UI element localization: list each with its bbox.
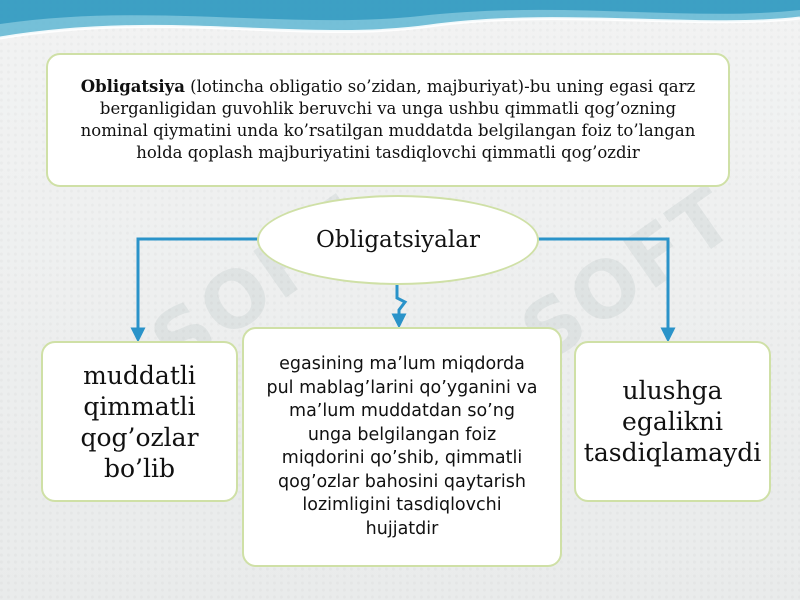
branch-middle-text: egasining ma’lum miqdorda pul mablag’lar… (266, 354, 538, 539)
definition-term: Obligatsiya (80, 77, 185, 96)
definition-paragraph: Obligatsiya (lotincha obligatio so’zidan… (66, 76, 710, 164)
connector-right (538, 237, 676, 343)
root-node-obligatsiyalar: Obligatsiyalar (257, 195, 539, 285)
definition-text: (lotincha obligatio so’zidan, majburiyat… (80, 77, 696, 162)
root-label: Obligatsiyalar (316, 227, 480, 253)
branch-middle-box: egasining ma’lum miqdorda pul mablag’lar… (242, 327, 562, 567)
connector-left (130, 237, 260, 343)
definition-box: Obligatsiya (lotincha obligatio so’zidan… (46, 53, 730, 187)
branch-left-text: muddatli qimmatli qog’ozlar bo’lib (80, 360, 199, 483)
branch-right-text: ulushga egalikni tasdiqlamaydi (583, 376, 762, 467)
header-wave (0, 0, 800, 40)
branch-left-box: muddatli qimmatli qog’ozlar bo’lib (41, 341, 238, 502)
branch-right-box: ulushga egalikni tasdiqlamaydi (574, 341, 771, 502)
connector-middle-lightning (391, 285, 408, 329)
